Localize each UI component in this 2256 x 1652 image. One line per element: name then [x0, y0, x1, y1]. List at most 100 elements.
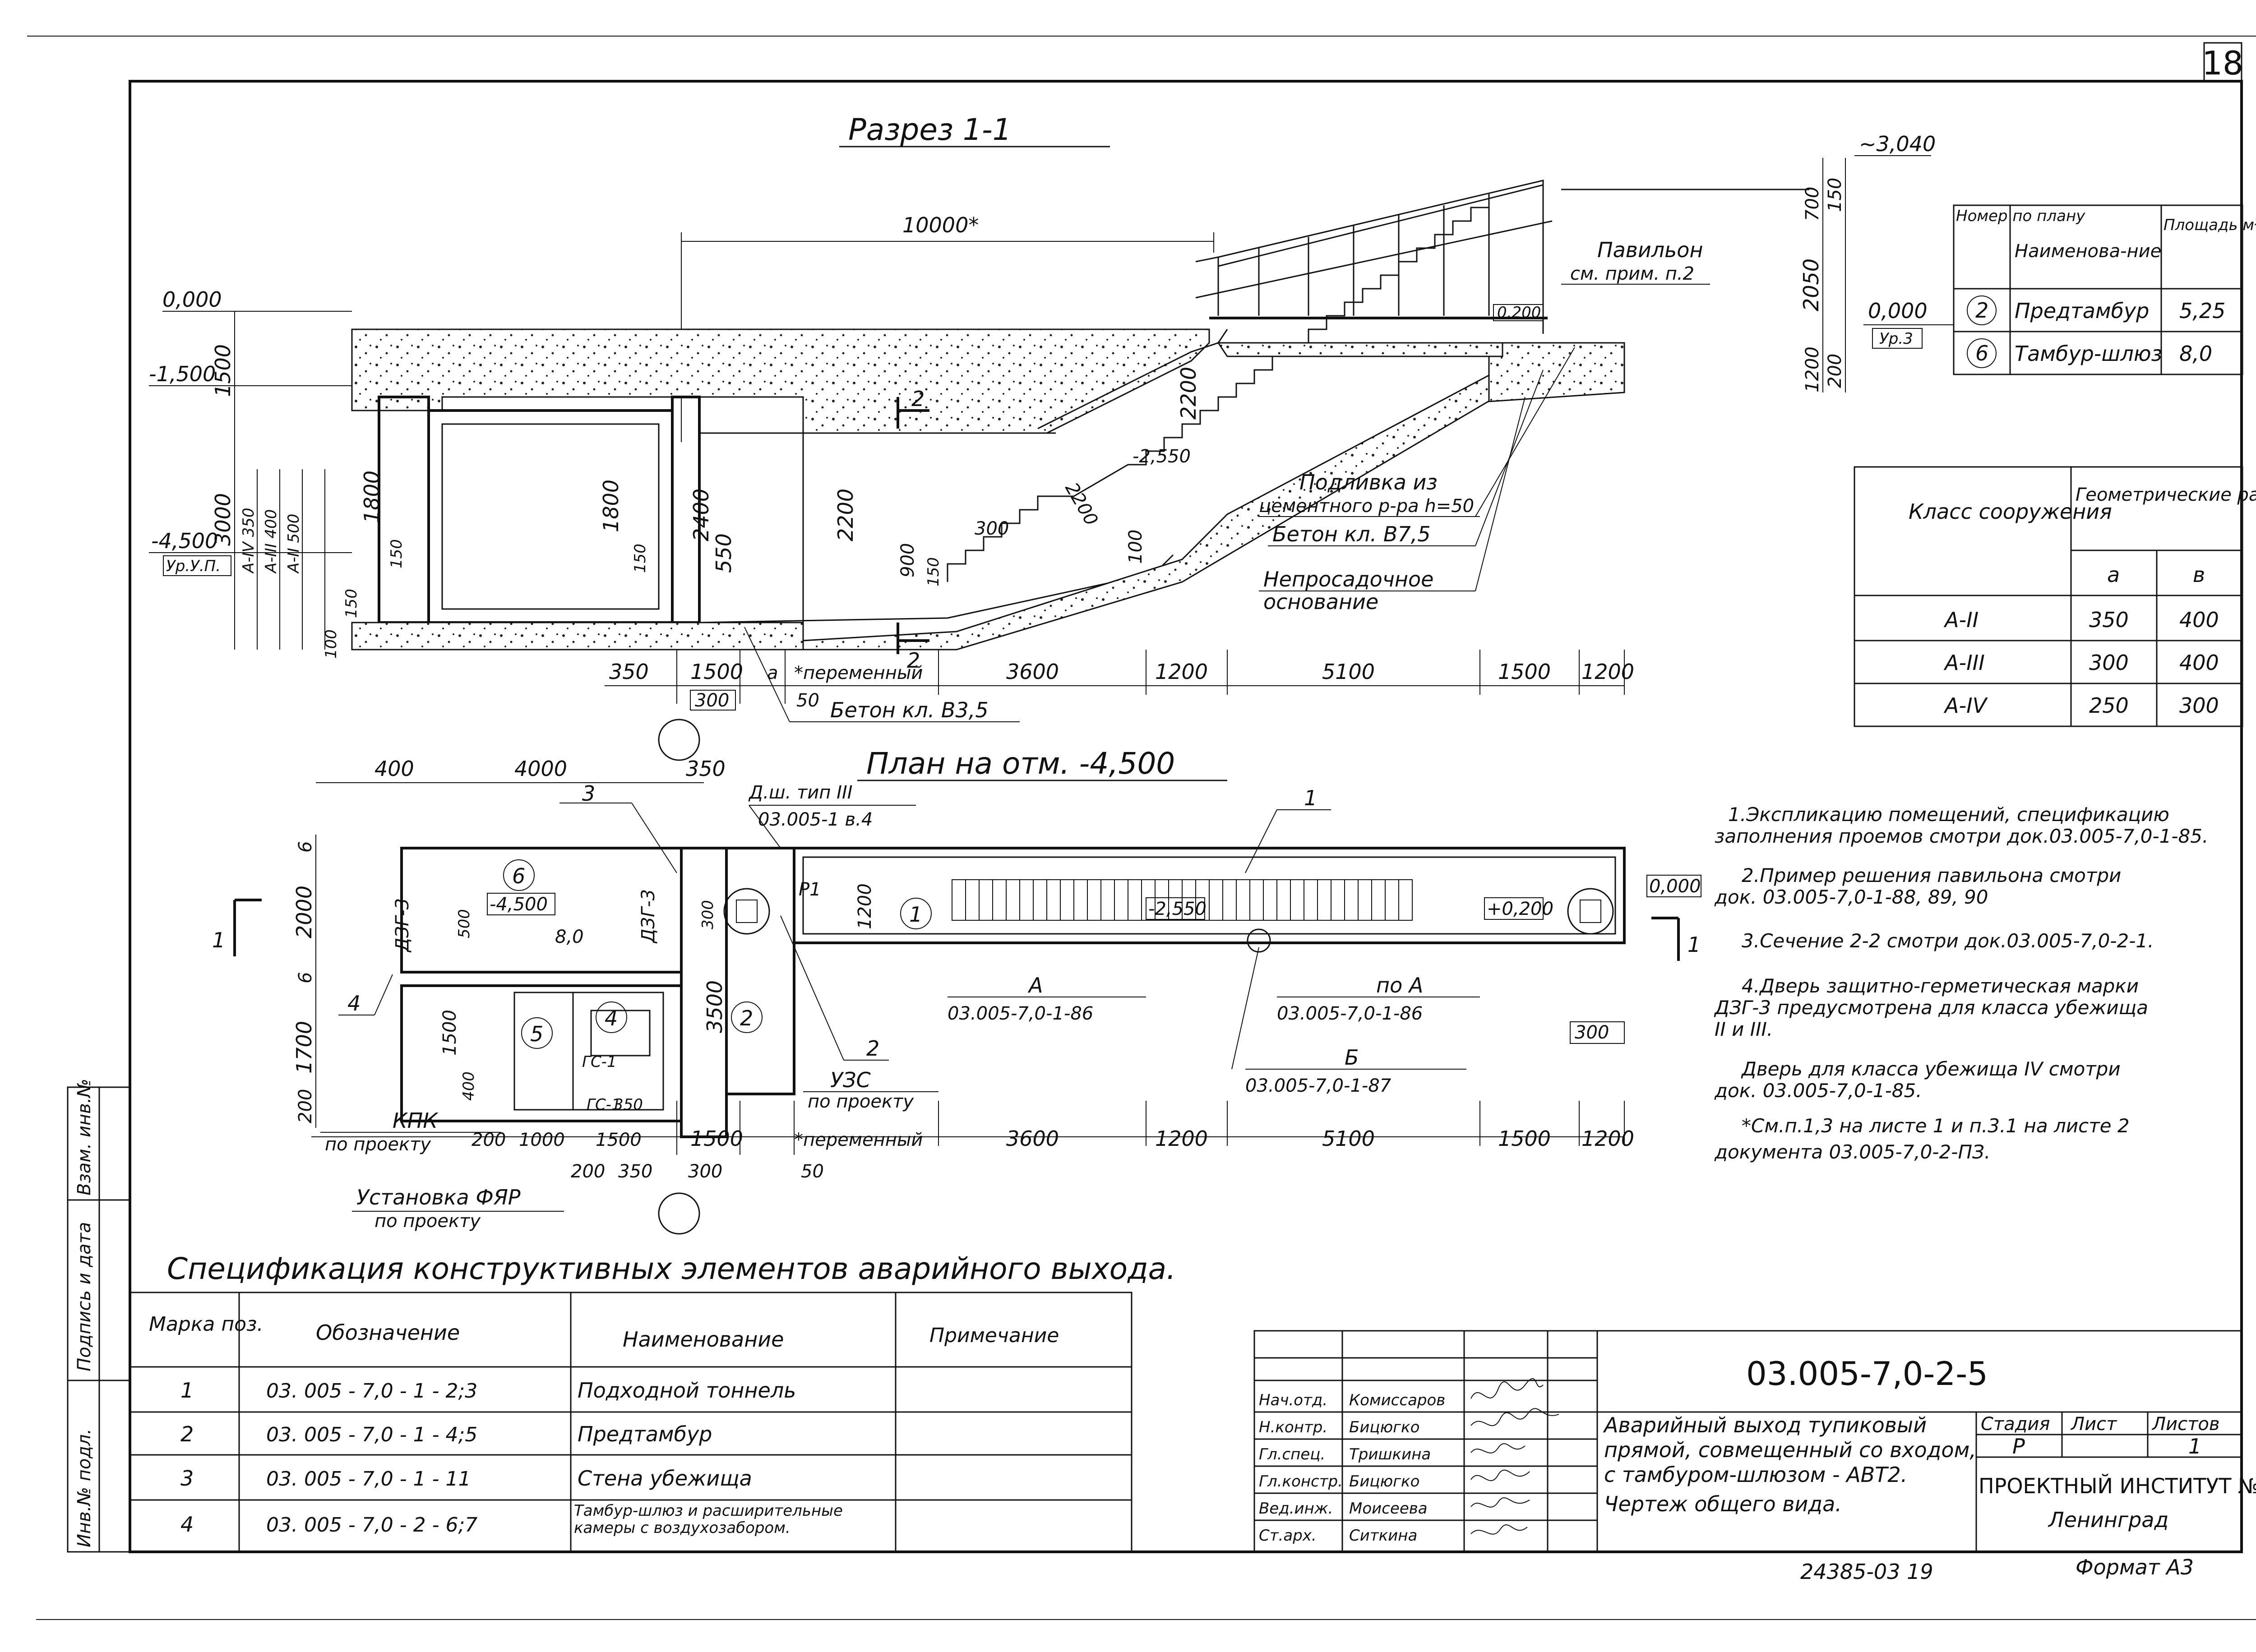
- spec-th-note: Примечание: [929, 1324, 1059, 1347]
- spec-th-code: Обозначение: [316, 1320, 460, 1345]
- dim-v-150c: 150: [925, 557, 943, 586]
- level-0200: 0,200: [1497, 304, 1541, 322]
- plan: План на отм. -4,500 400 4000 350 6: [212, 746, 1701, 1235]
- archive-number: 24385-03 19: [1800, 1560, 1933, 1584]
- level-top: ~3,040: [1859, 132, 1936, 156]
- rooms-th-no: Номер по плану: [1956, 207, 2085, 225]
- level-tag-right: Ур.3: [1879, 330, 1913, 348]
- dim-b-300: 300: [695, 690, 729, 711]
- notes: 1.Экспликацию помещений, спецификацию за…: [1714, 803, 2208, 1163]
- role-4: Гл.констр.: [1259, 1472, 1343, 1490]
- plan-dim-350: 350: [686, 757, 726, 781]
- rooms-th-name: Наименова-ние: [2015, 241, 2161, 262]
- plan-door-dzg3-b: ДЗГ-3: [638, 889, 659, 944]
- level-0000-right: 0,000: [1868, 299, 1928, 323]
- spec-r1-pos: 1: [180, 1378, 194, 1403]
- role-6: Ст.арх.: [1259, 1527, 1317, 1545]
- note-1b: заполнения проемов смотри док.03.005-7,0…: [1715, 825, 2208, 847]
- dim-v-550: 550: [712, 533, 736, 573]
- dim-v-100b: 100: [322, 629, 340, 659]
- plan-title: План на отм. -4,500: [866, 746, 1175, 781]
- sheets-label: Листов: [2151, 1414, 2219, 1435]
- org-name: ПРОЕКТНЫЙ ИНСТИТУТ № 1: [1979, 1474, 2256, 1498]
- plan-dim-b2-350: 350: [618, 1161, 652, 1182]
- plan-room-2: 2: [740, 1006, 753, 1030]
- plan-dim-i-1500: 1500: [439, 1010, 460, 1056]
- section-dims-bottom: 350 1500 а *переменный 3600 1200 5100 15…: [605, 627, 1634, 761]
- plan-room-4: 4: [605, 1006, 618, 1030]
- class-th-b: в: [2193, 563, 2205, 587]
- plan-dim-l-200: 200: [295, 1089, 316, 1123]
- name-4: Бицюгко: [1349, 1472, 1419, 1490]
- plan-dim-b-1500a: 1500: [596, 1130, 642, 1150]
- level-marks-left: 0,000 -1,500 -4,500 Ур.У.П.: [149, 287, 352, 576]
- name-5: Моисеева: [1349, 1500, 1428, 1518]
- note-2b: док. 03.005-7,0-1-88, 89, 90: [1714, 886, 1988, 908]
- note-1a: 1.Экспликацию помещений, спецификацию: [1728, 803, 2169, 826]
- rooms-row2-area: 8,0: [2179, 341, 2212, 366]
- dim-b-50: 50: [796, 690, 819, 711]
- plan-dim-l-6a: 6: [295, 841, 316, 853]
- class-th-geom: Геометрические размеры, мм: [2076, 485, 2256, 505]
- leader-4: 4: [347, 991, 361, 1015]
- spec-table: Спецификация конструктивных элементов ав…: [129, 1251, 1176, 1553]
- class-r2-b: 400: [2179, 651, 2219, 675]
- class-r1-b: 400: [2179, 608, 2219, 632]
- plan-ref-po-a-doc: 03.005-7,0-1-86: [1277, 1003, 1423, 1024]
- level-tag-left: Ур.У.П.: [166, 557, 221, 575]
- spec-th-pos: Марка поз.: [149, 1313, 263, 1336]
- dim-v-1200: 1200: [1802, 346, 1823, 392]
- dim-v-2200-slope: 2200: [1061, 479, 1102, 529]
- sheet-label: Лист: [2070, 1414, 2117, 1435]
- plan-room-5: 5: [530, 1022, 543, 1046]
- note-5b: документа 03.005-7,0-2-ПЗ.: [1714, 1141, 1990, 1163]
- dim-b-variable: *переменный: [794, 663, 923, 683]
- stamp-replace-inv: Взам. инв.№: [74, 1079, 95, 1195]
- cut-mark-left: 1: [212, 928, 225, 952]
- dim-v-200: 200: [1825, 354, 1845, 388]
- sheet-frame: 18: [27, 36, 2256, 1620]
- plan-area-80: 8,0: [555, 927, 584, 947]
- plan-ref-a-doc: 03.005-7,0-1-86: [948, 1003, 1093, 1024]
- plan-dim-b-5100: 5100: [1322, 1126, 1375, 1151]
- plan-dim-b-1000: 1000: [519, 1130, 565, 1150]
- spec-r3-name: Стена убежища: [578, 1466, 752, 1490]
- plan-dim-l-1700: 1700: [292, 1021, 316, 1074]
- rooms-row1-area: 5,25: [2179, 299, 2225, 323]
- plan-ref-po-a: по А: [1376, 973, 1423, 997]
- desc-2: прямой, совмещенный со входом,: [1604, 1438, 1976, 1462]
- role-2: Н.контр.: [1259, 1418, 1327, 1436]
- plan-dim-b2-200: 200: [571, 1161, 605, 1182]
- plan-level-2550: -2,550: [1148, 899, 1207, 919]
- plan-dim-b-200: 200: [472, 1130, 506, 1150]
- door-note-1: Д.ш. тип III: [748, 782, 853, 803]
- section-1-1: Разрез 1-1 10000*: [149, 112, 1954, 761]
- plan-dim-i-1200: 1200: [855, 883, 875, 929]
- plan-dim-b-variable: *переменный: [794, 1130, 923, 1150]
- desc-4: Чертеж общего вида.: [1604, 1492, 1842, 1516]
- dim-b-3600: 3600: [1006, 660, 1059, 684]
- dim-v-150e: 150: [1825, 178, 1845, 212]
- plan-dim-b-1500b: 1500: [690, 1126, 743, 1151]
- callout-pavilion: Павильон: [1597, 238, 1703, 262]
- name-1: Комиссаров: [1349, 1391, 1445, 1409]
- dims-vertical-right: 700 150 2050 1200 200 ~3,040 0,000 Ур.3: [1799, 132, 1954, 392]
- spec-r4-pos: 4: [180, 1512, 194, 1537]
- stamp-signature-date: Подпись и дата: [74, 1222, 95, 1371]
- plan-p1: Р1: [799, 879, 821, 900]
- role-3: Гл.спец.: [1259, 1445, 1325, 1463]
- class-r2-a: 300: [2089, 651, 2129, 675]
- name-2: Бицюгко: [1349, 1418, 1419, 1436]
- rooms-row2-no: 6: [1975, 341, 1988, 365]
- plan-kpk: КПК: [393, 1108, 439, 1133]
- level-0000-left: 0,000: [162, 287, 222, 312]
- class-r3-cls: А-IV: [1943, 693, 1988, 718]
- grille-left: [723, 888, 770, 935]
- pavilion: [1195, 180, 1809, 334]
- stair-plan: [952, 879, 1413, 953]
- cut-mark-right: 1: [1687, 932, 1701, 957]
- dim-v-700: 700: [1802, 187, 1823, 221]
- door-note-2: 03.005-1 в.4: [758, 809, 873, 830]
- spec-r1-name: Подходной тоннель: [578, 1378, 796, 1403]
